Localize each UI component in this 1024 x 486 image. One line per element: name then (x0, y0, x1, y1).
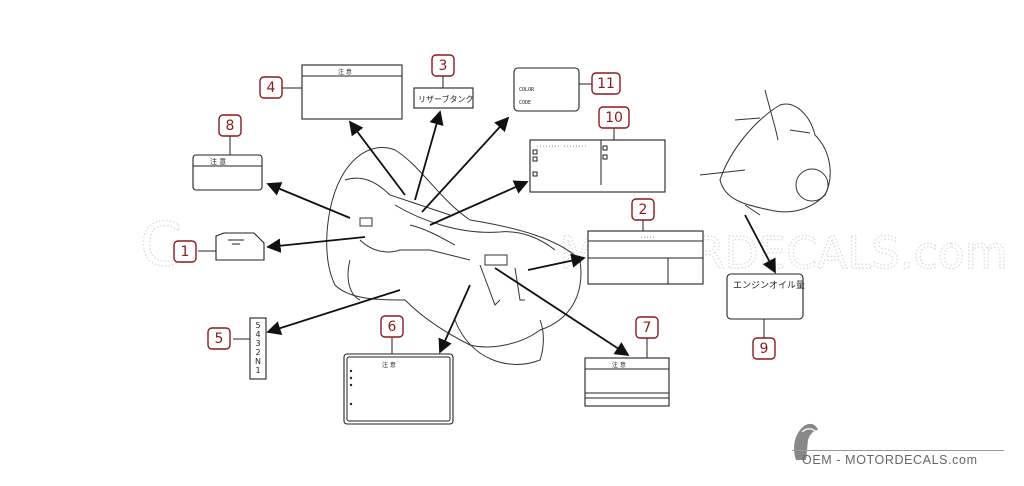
callout-9: 9 (752, 337, 776, 360)
svg-text:9: 9 (760, 341, 769, 357)
label-11-line1: COLOR (519, 87, 535, 93)
svg-text:11: 11 (597, 76, 615, 92)
callout-10: 10 (598, 106, 630, 129)
label-9: エンジンオイル量 (726, 273, 805, 320)
brand-text: OEM - MOTORDECALS.com (802, 453, 978, 467)
label-5-gear-1: 4 (255, 330, 260, 339)
label-11: COLOR CODE (513, 67, 580, 112)
watermark: MOTORDECALS.com C (139, 209, 1008, 280)
label-5-gear-2: 3 (255, 339, 260, 348)
label-7-text: 注 意 (612, 361, 626, 369)
callout-6: 6 (380, 315, 404, 338)
label-8: 注 意 (192, 154, 263, 191)
svg-text:3: 3 (439, 58, 448, 74)
callout-11: 11 (591, 72, 621, 95)
label-3-text: リザーブタンク (418, 94, 474, 104)
motorcycle-main (326, 147, 582, 365)
svg-text:8: 8 (226, 118, 235, 134)
svg-text:7: 7 (643, 320, 652, 336)
svg-text:2: 2 (639, 202, 648, 218)
label-6-text: 注 意 (382, 361, 396, 369)
callout-5: 5 (207, 327, 231, 350)
label-7: 注 意 (584, 357, 670, 407)
svg-text:4: 4 (267, 80, 276, 96)
callout-4: 4 (259, 76, 283, 99)
svg-text:10: 10 (605, 110, 623, 126)
label-10: ········ ········ (529, 139, 666, 193)
label-5-gear-0: 5 (255, 321, 260, 330)
label-3: リザーブタンク (413, 87, 474, 109)
svg-text:·····: ····· (640, 235, 655, 241)
label-4-text: 注 意 (338, 68, 352, 76)
label-9-text: エンジンオイル量 (733, 280, 805, 291)
svg-text:5: 5 (215, 331, 224, 347)
callout-3: 3 (431, 54, 455, 77)
callout-7: 7 (635, 316, 659, 339)
label-5-gear-5: 1 (255, 366, 260, 375)
motorcycle-small (699, 89, 831, 216)
brand-divider (792, 450, 1004, 451)
svg-text:1: 1 (181, 244, 190, 260)
svg-text:········ ········: ········ ········ (536, 144, 587, 150)
callout-8: 8 (218, 114, 242, 137)
svg-text:6: 6 (388, 319, 397, 335)
label-8-text: 注 意 (210, 157, 226, 166)
label-5-gear-4: N (255, 357, 261, 366)
callout-2: 2 (631, 198, 655, 221)
label-11-line2: CODE (519, 100, 531, 106)
label-5-gear-3: 2 (255, 348, 260, 357)
label-6: 注 意 (343, 353, 454, 425)
callout-connectors (198, 76, 765, 358)
label-2: ····· (587, 230, 704, 285)
label-4: 注 意 (301, 64, 403, 120)
label-1 (215, 232, 265, 261)
callout-1: 1 (173, 240, 197, 263)
label-5: 5 4 3 2 N 1 (249, 317, 267, 380)
leader-arrows (266, 110, 776, 356)
